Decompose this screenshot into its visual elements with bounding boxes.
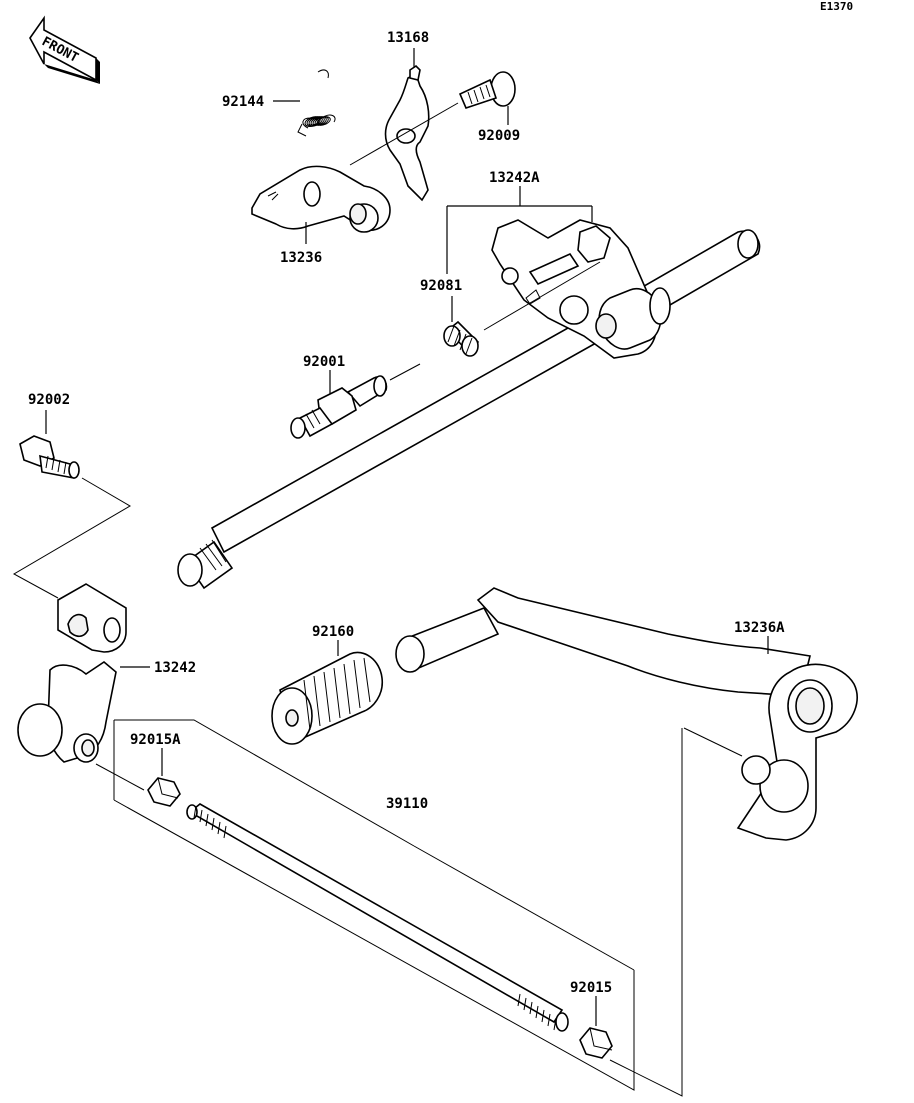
- label-13168: 13168: [387, 30, 429, 46]
- label-13242: 13242: [154, 660, 196, 676]
- diagram-code: E1370: [820, 0, 853, 13]
- screw-92009: [458, 71, 516, 109]
- clamp-arm-13242: [17, 583, 127, 763]
- label-39110: 39110: [386, 796, 428, 812]
- rubber-92160: [271, 651, 384, 745]
- label-92001: 92001: [303, 354, 345, 370]
- tie-rod-39110: [186, 803, 569, 1032]
- lever-13236: [251, 165, 391, 233]
- label-92015: 92015: [570, 980, 612, 996]
- shift-shaft: [177, 229, 761, 590]
- label-13242A: 13242A: [489, 170, 540, 186]
- spring-92081: [443, 320, 480, 357]
- label-92009: 92009: [478, 128, 520, 144]
- shift-pedal-13236A: [395, 587, 858, 841]
- nut-92015A: [147, 777, 181, 807]
- label-92144: 92144: [222, 94, 264, 110]
- label-92160: 92160: [312, 624, 354, 640]
- label-13236A: 13236A: [734, 620, 785, 636]
- label-92081: 92081: [420, 278, 462, 294]
- label-13236: 13236: [280, 250, 322, 266]
- pin-92001: [290, 375, 388, 439]
- label-92002: 92002: [28, 392, 70, 408]
- label-92015A: 92015A: [130, 732, 181, 748]
- nut-92015: [579, 1027, 613, 1059]
- stopper-13168: [384, 64, 430, 202]
- bolt-92002: [19, 435, 80, 479]
- front-arrow-icon: FRONT: [29, 15, 100, 84]
- spring-92144: [297, 69, 336, 137]
- shift-arm-13242A: [491, 219, 671, 359]
